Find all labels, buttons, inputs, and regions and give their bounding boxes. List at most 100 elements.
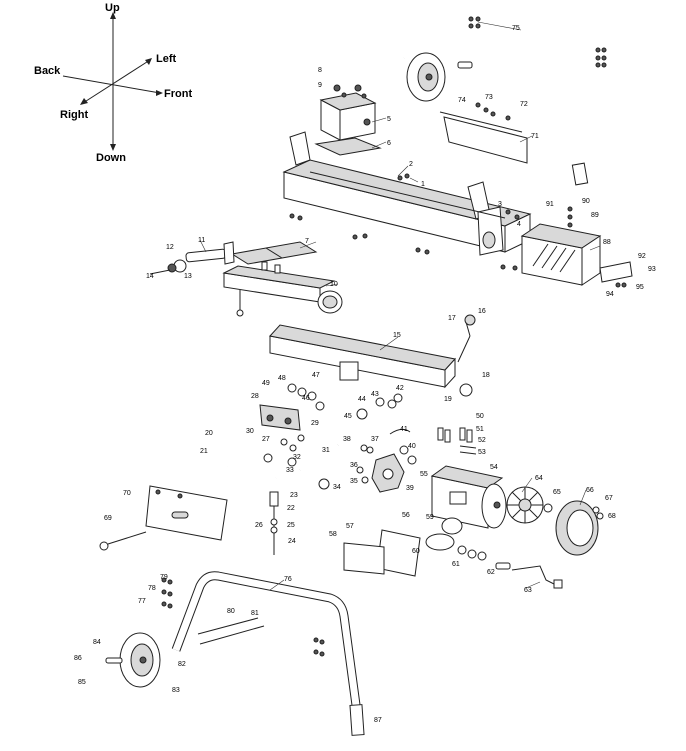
callout-69: 69 bbox=[104, 515, 112, 522]
callout-34: 34 bbox=[333, 484, 341, 491]
callout-84: 84 bbox=[93, 639, 101, 646]
callout-11: 11 bbox=[198, 237, 205, 244]
callout-45: 45 bbox=[344, 413, 352, 420]
lower-shield bbox=[99, 485, 228, 551]
callout-16: 16 bbox=[478, 308, 486, 315]
callout-12: 12 bbox=[166, 244, 174, 251]
callout-29: 29 bbox=[311, 420, 319, 427]
callout-56: 56 bbox=[402, 512, 410, 519]
callout-2: 2 bbox=[409, 161, 413, 168]
callout-14: 14 bbox=[146, 273, 154, 280]
callout-87: 87 bbox=[374, 717, 382, 724]
callout-23: 23 bbox=[290, 492, 298, 499]
callout-26: 26 bbox=[255, 522, 263, 529]
callout-31: 31 bbox=[322, 447, 330, 454]
callout-24: 24 bbox=[288, 538, 296, 545]
main-beam bbox=[282, 131, 532, 271]
callout-66: 66 bbox=[586, 487, 594, 494]
motor-cover bbox=[520, 206, 633, 288]
callout-50: 50 bbox=[476, 413, 484, 420]
callout-81: 81 bbox=[251, 610, 259, 617]
upper-handle-assembly bbox=[400, 12, 607, 186]
callout-41: 41 bbox=[400, 426, 408, 433]
callout-94: 94 bbox=[606, 291, 614, 298]
callout-44: 44 bbox=[358, 396, 366, 403]
callout-53: 53 bbox=[478, 449, 486, 456]
callout-46: 46 bbox=[302, 395, 310, 402]
hydraulic-pump bbox=[356, 393, 417, 493]
callout-37: 37 bbox=[371, 436, 379, 443]
callout-52: 52 bbox=[478, 437, 486, 444]
callout-70: 70 bbox=[123, 490, 131, 497]
callout-72: 72 bbox=[520, 101, 528, 108]
callout-48: 48 bbox=[278, 375, 286, 382]
ram-carriage bbox=[222, 261, 343, 317]
callout-1: 1 bbox=[421, 181, 425, 188]
callout-33: 33 bbox=[286, 467, 294, 474]
callout-88: 88 bbox=[603, 239, 611, 246]
callout-42: 42 bbox=[396, 385, 404, 392]
callout-32: 32 bbox=[293, 454, 301, 461]
fan-and-cover bbox=[506, 486, 604, 556]
callout-77: 77 bbox=[138, 598, 146, 605]
callout-15: 15 bbox=[393, 332, 401, 339]
callout-54: 54 bbox=[490, 464, 498, 471]
callout-19: 19 bbox=[444, 396, 452, 403]
callout-85: 85 bbox=[78, 679, 86, 686]
callout-58: 58 bbox=[329, 531, 337, 538]
callout-92: 92 bbox=[638, 253, 646, 260]
callout-35: 35 bbox=[350, 478, 358, 485]
callout-21: 21 bbox=[200, 448, 208, 455]
callout-labels: 1 2 3 4 5 6 7 8 9 10 11 12 13 14 15 16 1… bbox=[74, 25, 656, 724]
callout-8: 8 bbox=[318, 67, 322, 74]
callout-90: 90 bbox=[582, 198, 590, 205]
callout-5: 5 bbox=[387, 116, 391, 123]
column-beam bbox=[269, 314, 476, 397]
callout-62: 62 bbox=[487, 569, 495, 576]
direction-front-label: Front bbox=[164, 88, 192, 100]
callout-68: 68 bbox=[608, 513, 616, 520]
direction-up-label: Up bbox=[105, 2, 120, 14]
pusher-assembly bbox=[149, 241, 318, 275]
callout-59: 59 bbox=[426, 514, 434, 521]
hose-set bbox=[226, 428, 411, 555]
callout-95: 95 bbox=[636, 284, 644, 291]
callout-86: 86 bbox=[74, 655, 82, 662]
callout-39: 39 bbox=[406, 485, 414, 492]
callout-20: 20 bbox=[205, 430, 213, 437]
callout-43: 43 bbox=[371, 391, 379, 398]
callout-28: 28 bbox=[251, 393, 259, 400]
callout-36: 36 bbox=[350, 462, 358, 469]
callout-47: 47 bbox=[312, 372, 320, 379]
callout-79: 79 bbox=[160, 574, 168, 581]
callout-18: 18 bbox=[482, 372, 490, 379]
callout-64: 64 bbox=[535, 475, 543, 482]
callout-74: 74 bbox=[458, 97, 466, 104]
callout-40: 40 bbox=[408, 443, 416, 450]
callout-76: 76 bbox=[284, 576, 292, 583]
callout-82: 82 bbox=[178, 661, 186, 668]
callout-61: 61 bbox=[452, 561, 460, 568]
callout-75: 75 bbox=[512, 25, 520, 32]
callout-51: 51 bbox=[476, 426, 484, 433]
callout-4: 4 bbox=[517, 221, 521, 228]
orientation-compass: Up Left Back Front Right Down bbox=[34, 2, 192, 164]
callout-78: 78 bbox=[148, 585, 156, 592]
callout-3: 3 bbox=[498, 201, 502, 208]
callout-25: 25 bbox=[287, 522, 295, 529]
callout-65: 65 bbox=[553, 489, 561, 496]
electric-motor bbox=[430, 427, 507, 529]
callout-89: 89 bbox=[591, 212, 599, 219]
switch-and-cord bbox=[343, 517, 563, 589]
callout-80: 80 bbox=[227, 608, 235, 615]
valve-block bbox=[259, 383, 325, 452]
callout-67: 67 bbox=[605, 495, 613, 502]
callout-38: 38 bbox=[343, 436, 351, 443]
callout-27: 27 bbox=[262, 436, 270, 443]
callout-91: 91 bbox=[546, 201, 554, 208]
callout-7: 7 bbox=[305, 238, 309, 245]
callout-60: 60 bbox=[412, 548, 420, 555]
callout-83: 83 bbox=[172, 687, 180, 694]
callout-leaders bbox=[199, 21, 601, 591]
